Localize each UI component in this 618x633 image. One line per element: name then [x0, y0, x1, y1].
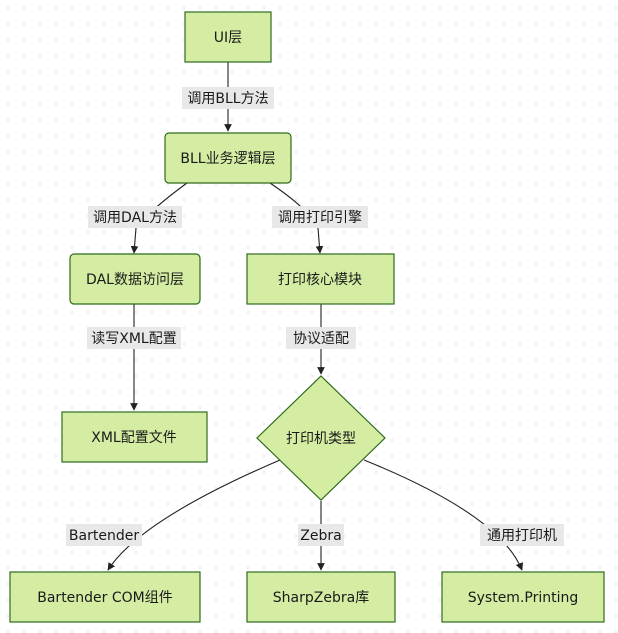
node-ui-layer[interactable]: [184, 11, 272, 63]
edge-labels: 调用BLL方法 调用DAL方法 调用打印引擎 读写XML配置 协议适配 Bart…: [66, 87, 564, 546]
edge-label-bg: [88, 206, 182, 228]
node-dal-layer-label: DAL数据访问层: [86, 272, 184, 288]
edge-label-bll-print: 调用打印引擎: [278, 209, 362, 226]
node-xml-config[interactable]: [61, 411, 208, 463]
node-ui-layer-label: UI层: [214, 30, 242, 46]
node-print-core[interactable]: [246, 253, 395, 305]
node-print-core-label: 打印核心模块: [278, 271, 362, 288]
node-system-printing-label: System.Printing: [468, 590, 579, 606]
node-printer-type-label: 打印机类型: [286, 430, 356, 447]
edge-label-print-type: 协议适配: [293, 331, 349, 347]
edge-label-ui-bll: 调用BLL方法: [187, 91, 268, 107]
edge-label-bg: [182, 87, 274, 109]
node-system-printing[interactable]: [441, 571, 605, 623]
edge-label-bg: [480, 524, 564, 546]
edge-label-type-system: 通用打印机: [487, 527, 557, 544]
node-dal-layer[interactable]: [69, 253, 201, 305]
edge-label-bg: [66, 524, 142, 546]
node-bll-layer[interactable]: [164, 132, 292, 184]
node-bartender-com-label: Bartender COM组件: [37, 590, 173, 606]
edge-type-bartender: [107, 459, 281, 571]
edge-type-system: [363, 459, 523, 571]
node-sharpzebra[interactable]: [246, 571, 396, 623]
edge-label-type-zebra: Zebra: [300, 528, 341, 544]
node-bll-layer-label: BLL业务逻辑层: [180, 151, 275, 167]
node-xml-config-label: XML配置文件: [91, 430, 176, 446]
edge-label-bg: [286, 327, 356, 349]
edge-label-type-bartender: Bartender: [69, 528, 139, 544]
edge-label-bg: [298, 524, 344, 546]
nodes: UI层 BLL业务逻辑层 DAL数据访问层 打印核心模块 XML配置文件 打印机…: [9, 11, 605, 623]
edge-label-bll-dal: 调用DAL方法: [93, 210, 177, 226]
edge-label-bg: [272, 206, 368, 228]
node-sharpzebra-label: SharpZebra库: [273, 590, 369, 606]
edge-label-dal-xml: 读写XML配置: [91, 330, 176, 347]
node-bartender-com[interactable]: [9, 571, 201, 623]
node-printer-type[interactable]: [256, 375, 386, 501]
edge-label-bg: [87, 327, 181, 349]
